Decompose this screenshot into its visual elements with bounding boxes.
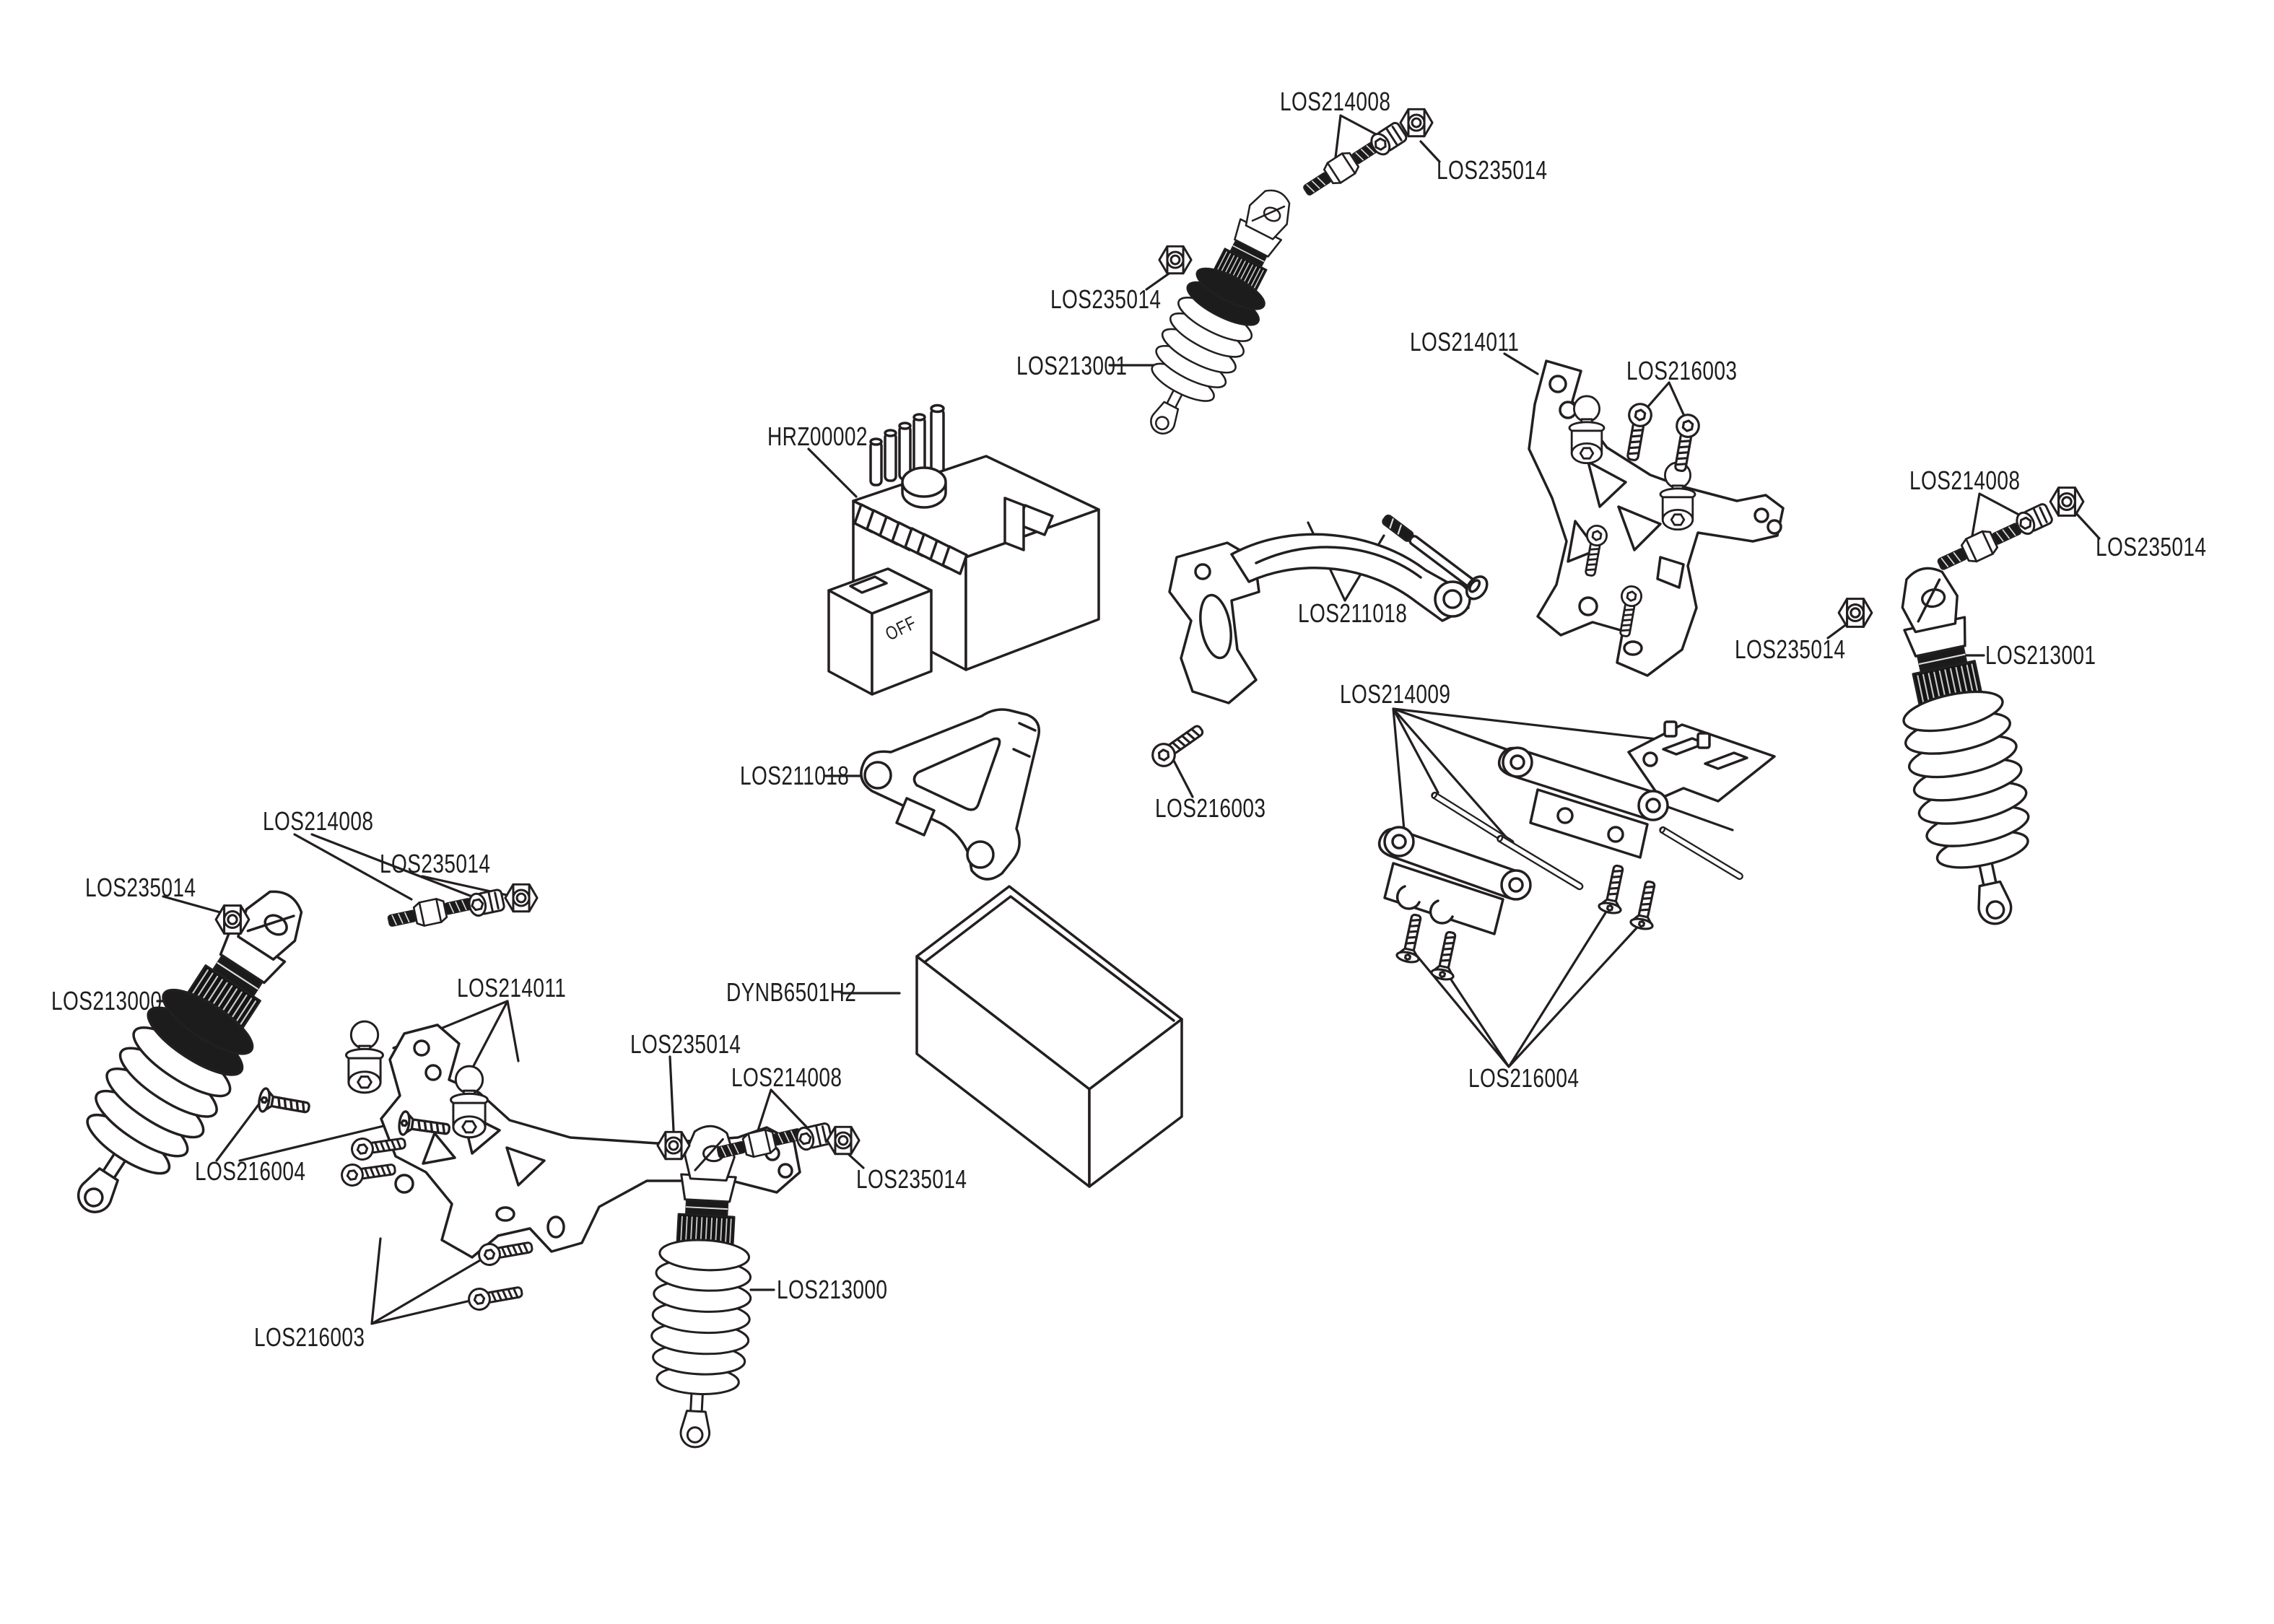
- screw-los216004-left-1: [256, 1086, 313, 1121]
- screw-los216004-right-3: [1597, 863, 1631, 916]
- shock-tower-left: [345, 1020, 801, 1259]
- bushing-left: [466, 887, 506, 919]
- part-label-dynb6501h2: DYNB6501H2: [726, 977, 857, 1007]
- nut-left-outer: [504, 883, 539, 913]
- nut-center-inner: [656, 1130, 691, 1161]
- screw-los216003-left-2: [339, 1157, 398, 1188]
- part-label-los216003-left: LOS216003: [254, 1322, 365, 1352]
- screw-los216004-right-1: [1395, 912, 1429, 965]
- part-label-hrz00002: HRZ00002: [767, 422, 868, 451]
- long-screw: [1382, 514, 1489, 601]
- part-label-los213001-top: LOS213001: [1016, 351, 1128, 380]
- part-label-los213000-left: LOS213000: [51, 986, 162, 1016]
- shock-tower-right: [1528, 359, 1785, 677]
- part-label-los214008-top: LOS214008: [1280, 87, 1391, 116]
- part-label-los216004-right: LOS216004: [1468, 1063, 1580, 1093]
- chassis-brace-plate: [860, 708, 1040, 881]
- nut-top-mid: [1158, 245, 1193, 275]
- part-label-los214009: LOS214009: [1340, 679, 1451, 709]
- screw-los216003-right-1: [1620, 401, 1655, 463]
- standoff-left: [385, 891, 475, 934]
- part-label-los235014-mid-right: LOS235014: [1735, 634, 1846, 664]
- standoff-top: [1298, 134, 1385, 203]
- bushing-center: [793, 1121, 835, 1153]
- battery-box: [915, 885, 1183, 1188]
- part-label-los214011-left: LOS214011: [457, 973, 567, 1003]
- part-label-los211018-left: LOS211018: [740, 761, 850, 790]
- standoff-right: [1933, 515, 2026, 577]
- part-label-los213000-center: LOS213000: [777, 1275, 888, 1304]
- part-label-los235014-far-left: LOS235014: [85, 873, 196, 902]
- screw-los216004-right-4: [1629, 878, 1663, 932]
- nut-left-inner: [214, 904, 251, 935]
- esc-unit: OFF: [827, 403, 1100, 696]
- part-label-los235014-left: LOS235014: [380, 849, 491, 878]
- part-label-los216004-left: LOS216004: [195, 1156, 306, 1186]
- body-mount-brace: [1168, 533, 1471, 704]
- nut-center-outer: [826, 1125, 861, 1156]
- part-label-los235014-right: LOS235014: [2096, 532, 2207, 562]
- pivot-mount-set: [1377, 720, 1776, 935]
- esc-heatsink-fins: [853, 503, 968, 575]
- part-label-los213001-right: LOS213001: [1985, 640, 2096, 670]
- part-label-los235014-center2: LOS235014: [856, 1164, 967, 1194]
- nut-top-right: [1399, 108, 1434, 138]
- esc-power-switch: OFF: [827, 567, 933, 696]
- part-label-los214008-left: LOS214008: [263, 806, 374, 836]
- part-label-los214008-center: LOS214008: [731, 1062, 842, 1092]
- part-label-los214011-right: LOS214011: [1410, 327, 1520, 357]
- shock-right: [1868, 556, 2053, 936]
- part-label-los235014-center: LOS235014: [630, 1029, 741, 1059]
- screw-los216003-left-4: [466, 1280, 525, 1313]
- screw-los216004-right-2: [1429, 929, 1463, 982]
- part-label-los211018-top: LOS211018: [1298, 598, 1408, 628]
- screw-los216003-center: [1147, 718, 1208, 772]
- part-label-los235014-top-right: LOS235014: [1437, 155, 1548, 185]
- part-label-los216003-right: LOS216003: [1626, 356, 1738, 385]
- part-label-los216003-center: LOS216003: [1155, 793, 1266, 823]
- nut-right-inner: [1837, 598, 1873, 628]
- part-label-los214008-right: LOS214008: [1909, 466, 2021, 495]
- part-label-los235014-top-mid: LOS235014: [1050, 284, 1162, 314]
- nut-right-outer: [2049, 486, 2085, 517]
